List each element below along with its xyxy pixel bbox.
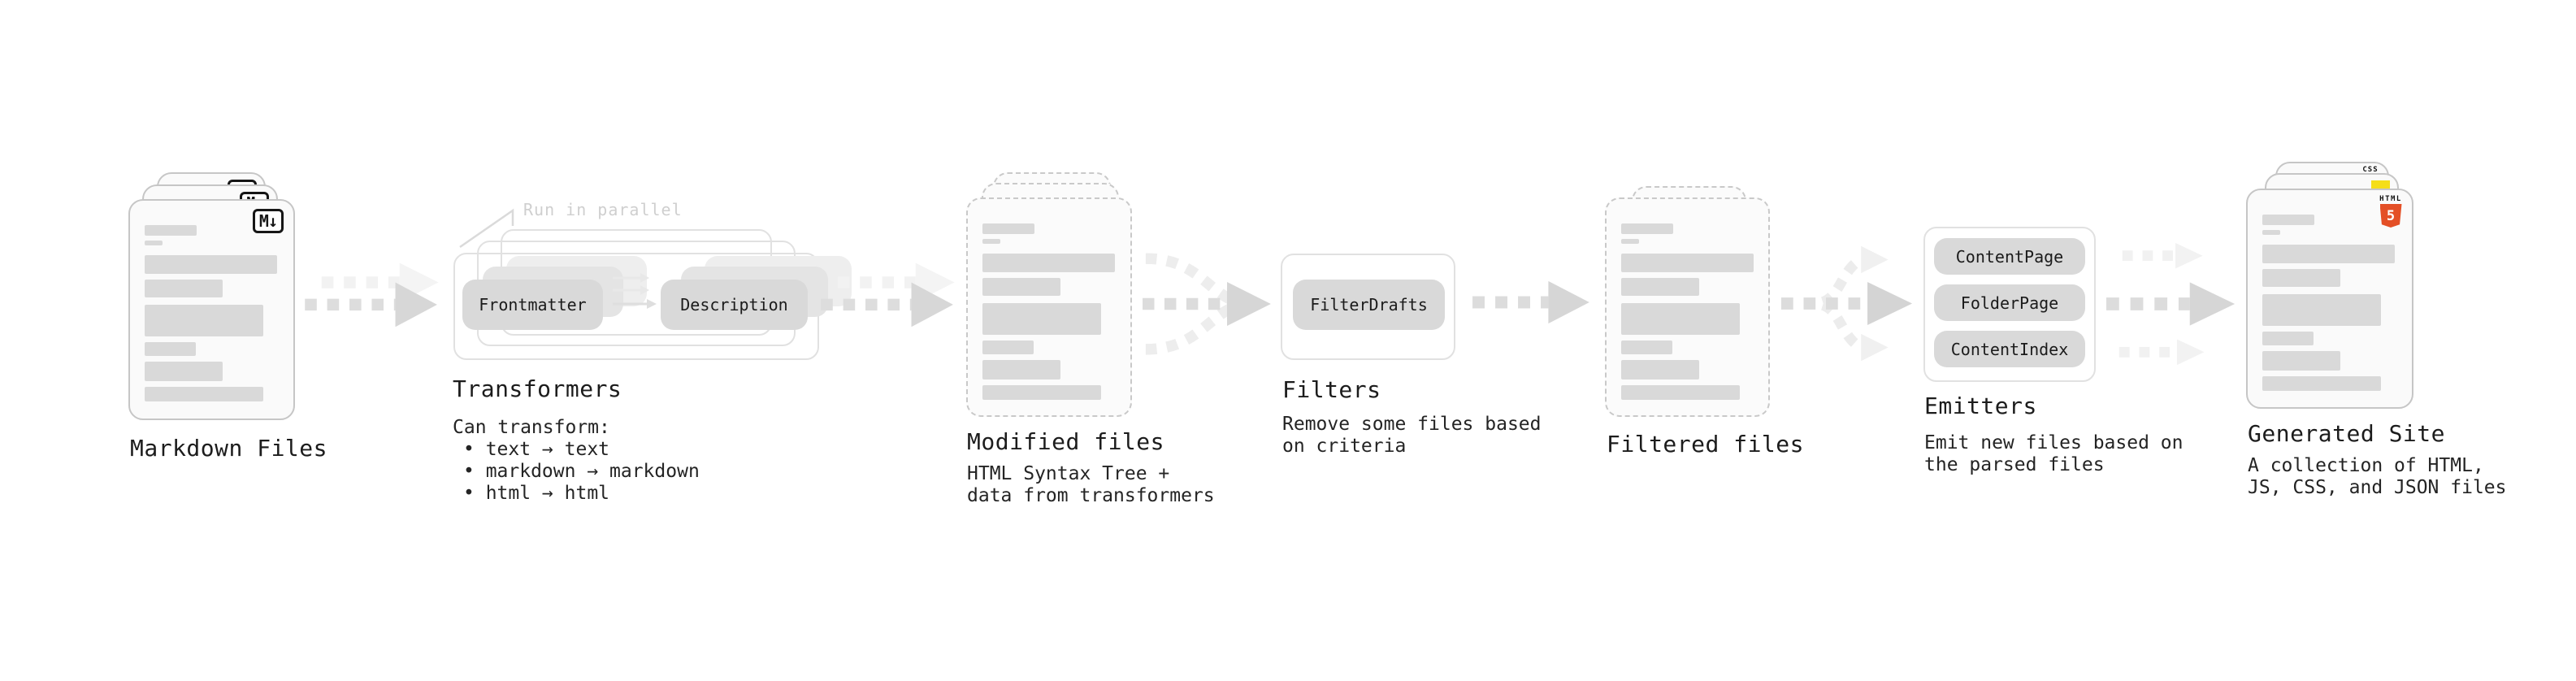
flow-arrow-icon bbox=[305, 262, 439, 327]
html5-icon-shield: 5 bbox=[2379, 204, 2402, 228]
parallel-arrows-icon bbox=[613, 273, 657, 309]
placeholder-line bbox=[982, 340, 1034, 354]
placeholder-line bbox=[1621, 254, 1754, 272]
subtitle-line: • html → html bbox=[463, 483, 610, 504]
node-title-emitters: Emitters bbox=[1924, 393, 2037, 419]
placeholder-line bbox=[982, 360, 1060, 380]
transformer-box-label: Description bbox=[680, 295, 788, 314]
placeholder-line bbox=[982, 254, 1115, 272]
node-subtitle-transformers: Can transform: • text → text • markdown … bbox=[453, 417, 700, 505]
emitters-container bbox=[1923, 227, 2096, 382]
node-title-generated-site: Generated Site bbox=[2248, 420, 2446, 447]
node-subtitle-modified-files: HTML Syntax Tree + data from transformer… bbox=[967, 463, 1215, 507]
filters-node: FilterDrafts bbox=[1281, 254, 1459, 363]
placeholder-line bbox=[145, 305, 263, 336]
subtitle-line: • text → text bbox=[463, 439, 610, 460]
placeholder-line bbox=[145, 362, 223, 381]
subtitle-line: A collection of HTML, bbox=[2248, 455, 2484, 476]
placeholder-line bbox=[982, 223, 1034, 234]
placeholder-line bbox=[982, 239, 1000, 244]
html5-icon: HTML 5 bbox=[2379, 195, 2403, 228]
transformer-box-label: Frontmatter bbox=[479, 295, 587, 314]
placeholder-line bbox=[1621, 239, 1639, 244]
emitter-box-folderpage: FolderPage bbox=[1934, 284, 2085, 321]
placeholder-line bbox=[145, 387, 263, 401]
document-card: HTML 5 bbox=[2246, 189, 2413, 409]
placeholder-line bbox=[145, 241, 163, 245]
subtitle-line: on criteria bbox=[1282, 436, 1407, 457]
html5-icon-label: HTML bbox=[2379, 195, 2402, 203]
filtered-files-node bbox=[1605, 186, 1800, 422]
node-title-modified-files: Modified files bbox=[967, 428, 1165, 455]
flow-arrow-icon bbox=[1472, 280, 1589, 324]
node-title-filtered-files: Filtered files bbox=[1607, 431, 1805, 458]
document-card: M↓ bbox=[128, 199, 295, 420]
node-title-markdown-files: Markdown Files bbox=[130, 435, 328, 462]
placeholder-line bbox=[145, 280, 223, 297]
run-in-parallel-label: Run in parallel bbox=[523, 200, 683, 219]
annotation-pointer-line bbox=[459, 208, 514, 249]
placeholder-line bbox=[145, 255, 277, 274]
placeholder-line bbox=[1621, 340, 1672, 354]
markdown-icon: M↓ bbox=[252, 209, 284, 233]
filter-box-filterdrafts: FilterDrafts bbox=[1293, 280, 1445, 330]
document-card-dashed bbox=[966, 197, 1132, 417]
placeholder-line bbox=[145, 225, 197, 236]
placeholder-line bbox=[2262, 215, 2314, 225]
subtitle-line: data from transformers bbox=[967, 485, 1215, 506]
transformers-node: Run in parallel Frontmatter Description bbox=[452, 195, 852, 370]
subtitle-line: Emit new files based on bbox=[1924, 432, 2184, 453]
placeholder-line bbox=[1621, 360, 1699, 380]
placeholder-line bbox=[982, 278, 1060, 296]
placeholder-line bbox=[2262, 269, 2340, 287]
emitters-node: ContentPage FolderPage ContentIndex bbox=[1923, 227, 2102, 385]
placeholder-line bbox=[2262, 230, 2280, 235]
emitter-box-label: ContentPage bbox=[1955, 246, 2064, 267]
placeholder-line bbox=[1621, 278, 1699, 296]
emitter-box-contentindex: ContentIndex bbox=[1934, 331, 2085, 367]
markdown-files-node: M↓ M↓ M↓ bbox=[128, 172, 323, 424]
transformer-box-frontmatter: Frontmatter bbox=[462, 280, 603, 330]
placeholder-line bbox=[982, 303, 1101, 335]
placeholder-line bbox=[2262, 332, 2314, 345]
placeholder-line bbox=[2262, 294, 2381, 326]
emitter-box-label: FolderPage bbox=[1960, 293, 2059, 313]
subtitle-line: • markdown → markdown bbox=[463, 461, 700, 482]
modified-files-node bbox=[966, 172, 1161, 424]
node-title-transformers: Transformers bbox=[453, 375, 622, 402]
placeholder-line bbox=[2262, 351, 2340, 371]
subtitle-line: Can transform: bbox=[453, 417, 610, 438]
subtitle-line: Remove some files based bbox=[1282, 414, 1542, 435]
placeholder-line bbox=[2262, 376, 2381, 391]
converging-arrow-icon bbox=[1143, 253, 1271, 355]
flow-arrow-icon bbox=[821, 262, 955, 327]
emitter-box-label: ContentIndex bbox=[1950, 339, 2069, 359]
placeholder-line bbox=[2262, 245, 2395, 263]
subtitle-line: the parsed files bbox=[1924, 454, 2105, 475]
node-subtitle-generated-site: A collection of HTML, JS, CSS, and JSON … bbox=[2248, 455, 2507, 499]
node-subtitle-filters: Remove some files based on criteria bbox=[1282, 414, 1542, 458]
subtitle-line: JS, CSS, and JSON files bbox=[2248, 477, 2507, 498]
diverging-arrow-icon bbox=[1780, 245, 1913, 362]
node-title-filters: Filters bbox=[1282, 376, 1381, 403]
document-card-dashed bbox=[1605, 197, 1770, 417]
filter-box-label: FilterDrafts bbox=[1310, 295, 1428, 314]
emitter-box-contentpage: ContentPage bbox=[1934, 238, 2085, 275]
css-icon-label: CSS bbox=[2362, 166, 2379, 174]
placeholder-line bbox=[1621, 223, 1673, 234]
generated-site-node: CSS HTML 5 bbox=[2246, 162, 2441, 414]
transformer-box-description: Description bbox=[661, 280, 808, 330]
placeholder-line bbox=[982, 385, 1101, 400]
subtitle-line: HTML Syntax Tree + bbox=[967, 463, 1170, 484]
placeholder-line bbox=[1621, 303, 1740, 335]
filters-container bbox=[1281, 254, 1455, 360]
triple-arrow-icon bbox=[2105, 242, 2236, 366]
placeholder-line bbox=[1621, 385, 1740, 400]
node-subtitle-emitters: Emit new files based on the parsed files bbox=[1924, 432, 2184, 476]
placeholder-line bbox=[145, 342, 196, 356]
